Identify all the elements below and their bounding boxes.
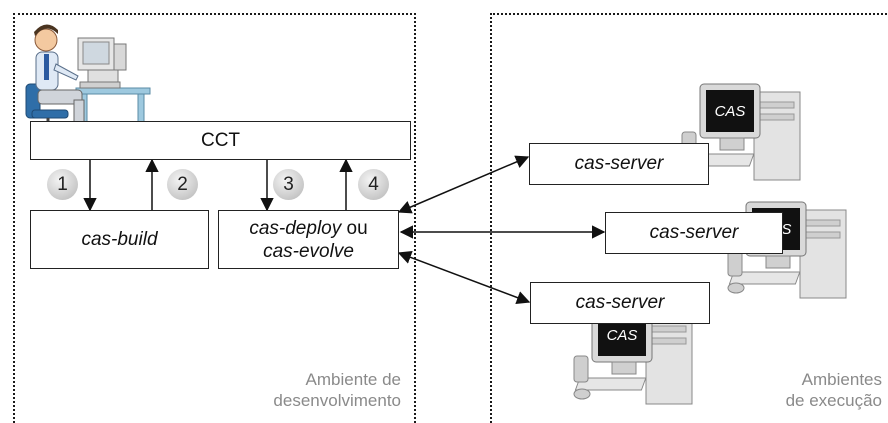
cas-build-label: cas-build [81, 228, 158, 250]
step-1-badge: 1 [47, 169, 78, 200]
cct-box: CCT [30, 121, 411, 160]
exec-label-line2: de execução [785, 391, 882, 410]
arrow-server-3 [397, 250, 531, 305]
cas-server-box-3: cas-server [530, 282, 710, 324]
step-1-label: 1 [57, 173, 68, 195]
dev-label-line2: desenvolvimento [273, 391, 401, 410]
cas-server-label: cas-server [649, 222, 739, 243]
connector-arrows [83, 155, 606, 305]
user-workstation-icon [25, 24, 151, 140]
cas-server-box-1: cas-server [529, 143, 709, 185]
step-3-badge: 3 [273, 169, 304, 200]
cct-label: CCT [200, 129, 241, 151]
arrow-server-1 [397, 155, 530, 214]
exec-label-line1: Ambientes [801, 370, 882, 389]
execution-environment-zone [490, 13, 888, 423]
execution-environment-label: Ambientes de execução [786, 369, 882, 411]
cas-server-label: cas-server [574, 153, 664, 174]
step-4-badge: 4 [358, 169, 389, 200]
cas-evolve-label: cas-evolve [263, 240, 354, 262]
step-2-label: 2 [177, 173, 188, 195]
svg-text:CAS: CAS [715, 103, 746, 120]
cas-build-box: cas-build [30, 210, 209, 269]
ou-label: ou [341, 217, 368, 239]
cas-deploy-label: cas-deploy [249, 217, 342, 239]
svg-text:CAS: CAS [607, 327, 638, 344]
development-environment-zone [13, 13, 416, 423]
step-2-badge: 2 [167, 169, 198, 200]
cas-deploy-line: cas-deploy ou [249, 217, 367, 240]
cas-server-label: cas-server [575, 292, 665, 313]
cas-server-box-2: cas-server [605, 212, 783, 254]
step-4-label: 4 [368, 173, 379, 195]
dev-label-line1: Ambiente de [305, 370, 401, 389]
cas-deploy-box: cas-deploy ou cas-evolve [218, 210, 399, 269]
development-environment-label: Ambiente de desenvolvimento [273, 369, 401, 411]
step-3-label: 3 [283, 173, 294, 195]
